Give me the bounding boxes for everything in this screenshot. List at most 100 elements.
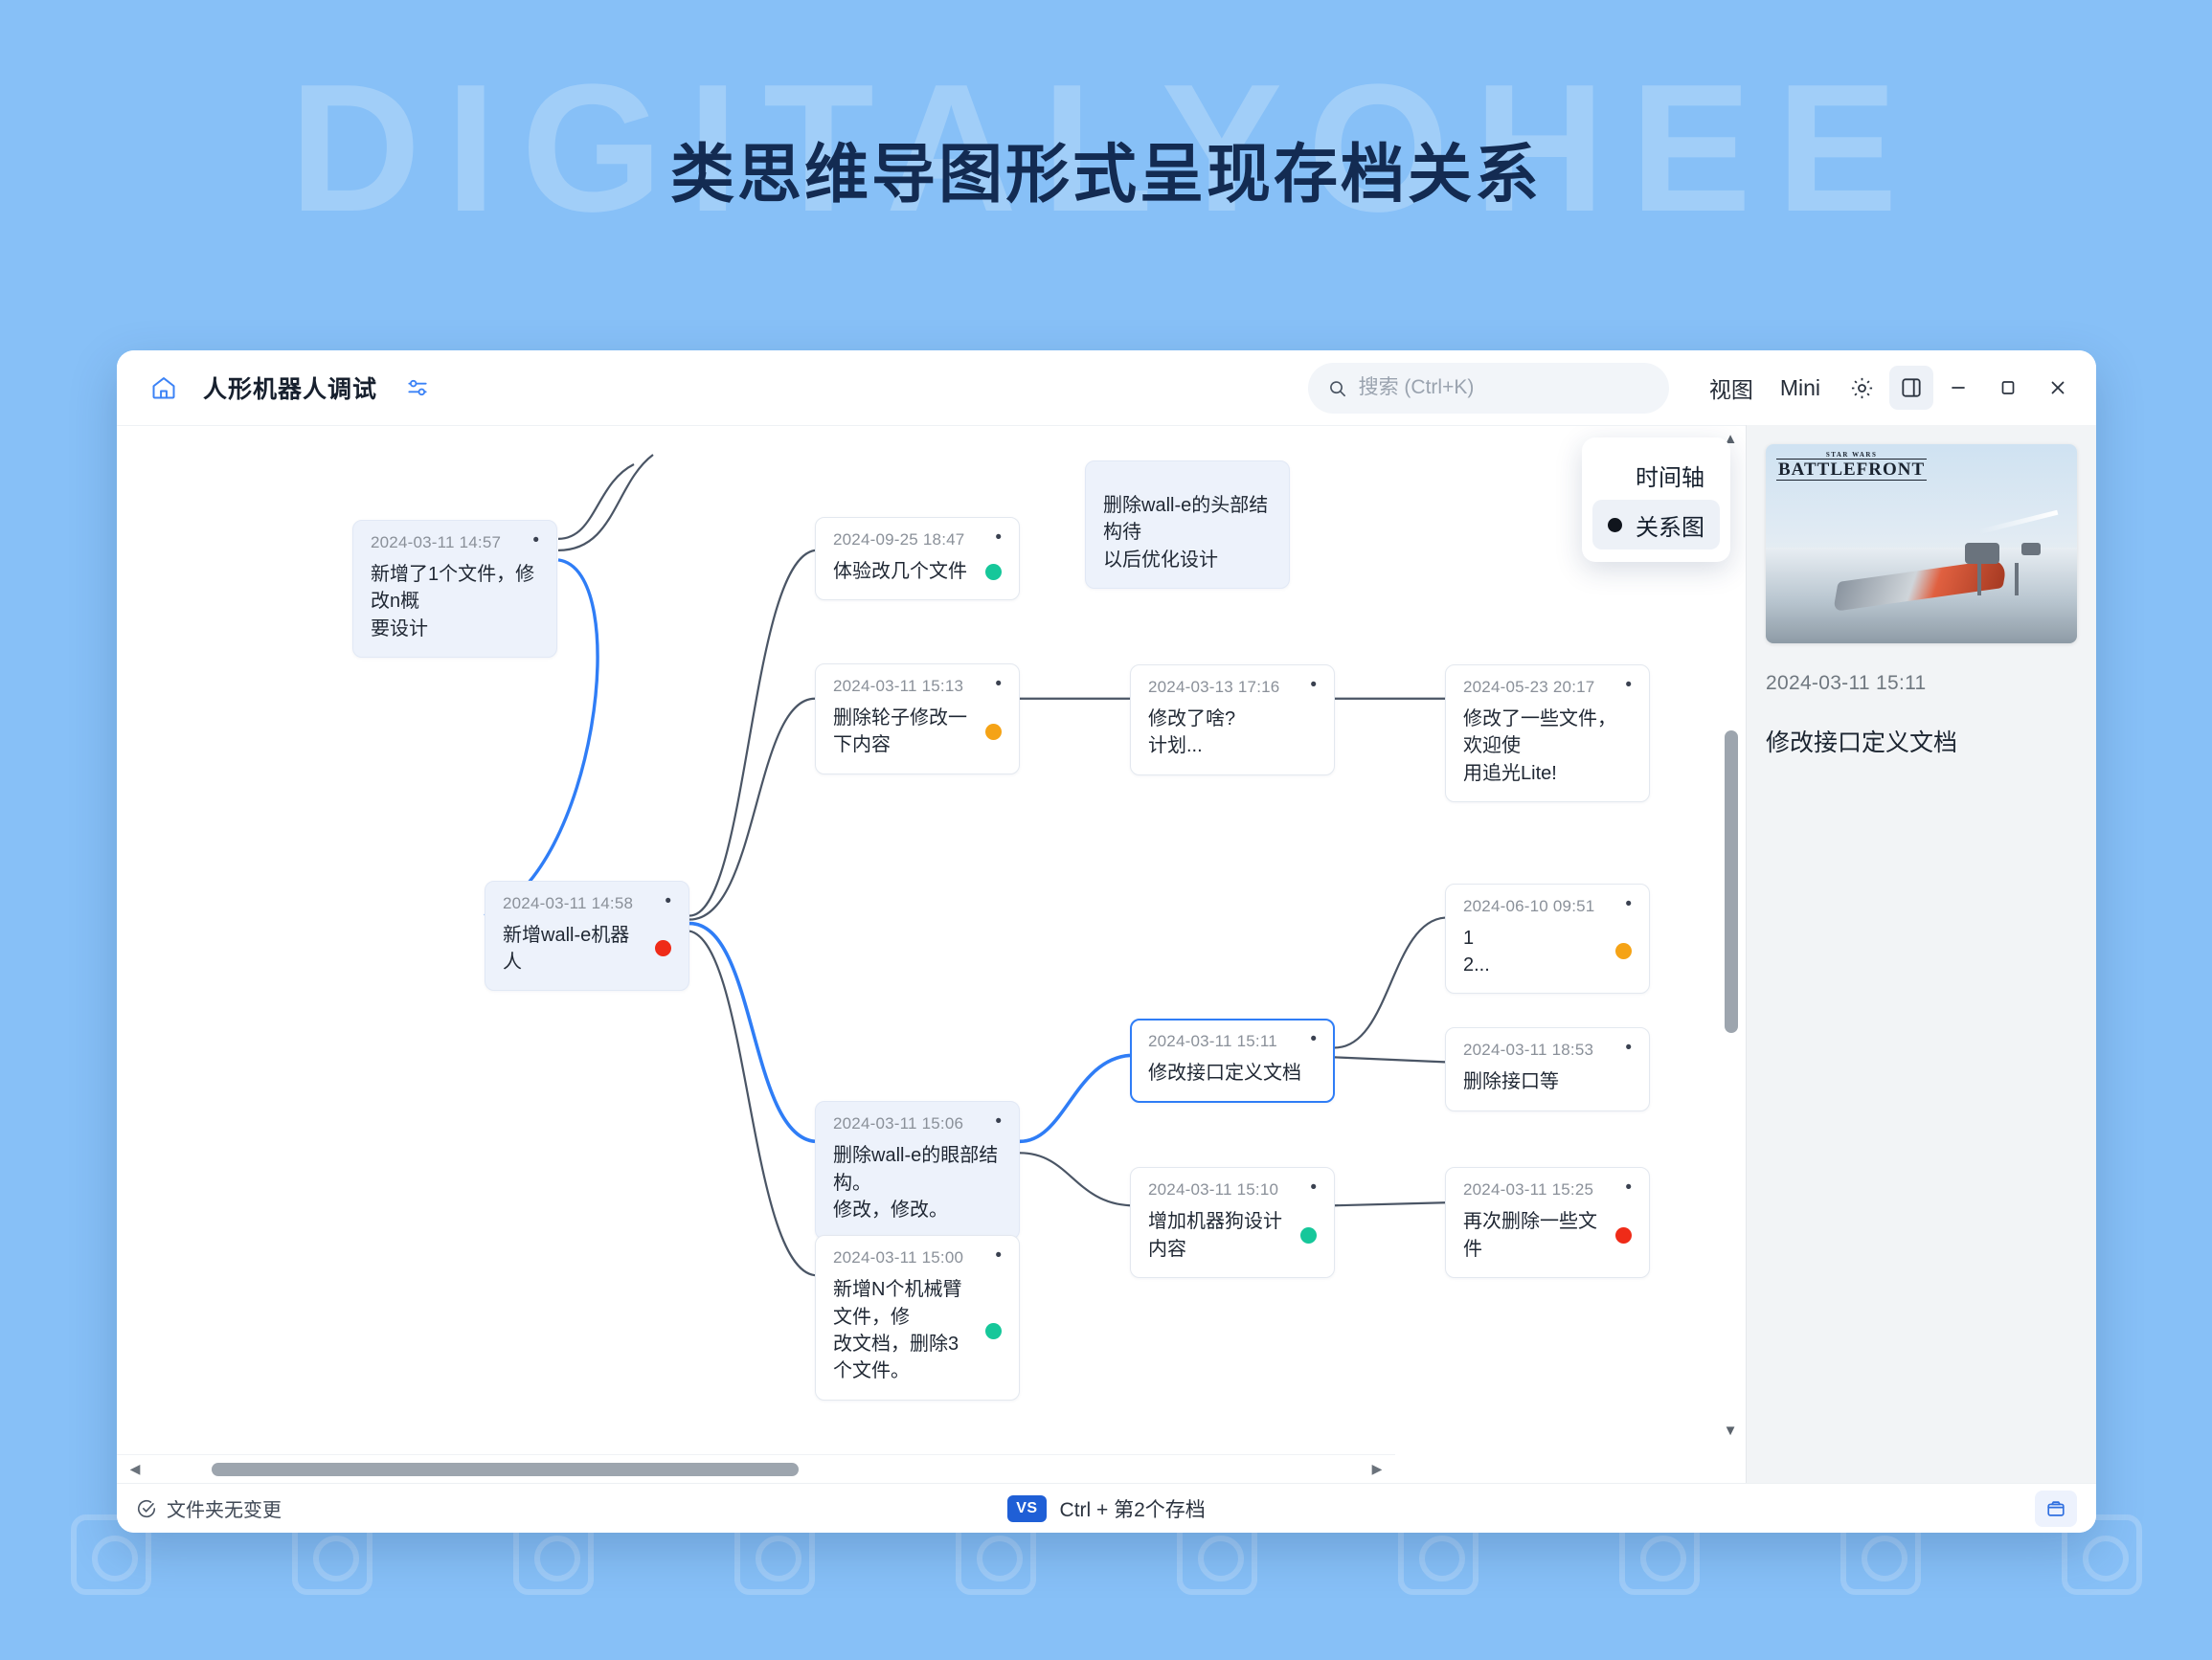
thumbnail-streak [1977, 509, 2058, 535]
graph-node-menu-icon[interactable]: • [1310, 1178, 1317, 1199]
graph-node-body: 修改了啥? 计划... [1148, 706, 1317, 760]
graph-node-body: 删除轮子修改一下内容 [833, 705, 1002, 759]
graph-node[interactable]: 2024-03-11 15:06• 删除wall-e的眼部结构。 修改，修改。 [815, 1101, 1020, 1240]
graph-node-header: 2024-03-11 15:06• [833, 1111, 1002, 1133]
archive-thumbnail[interactable]: STAR WARS BATTLEFRONT [1766, 444, 2077, 643]
compare-shortcut-text[interactable]: Ctrl + 第2个存档 [1059, 1498, 1206, 1521]
view-option-relation-graph[interactable]: 关系图 [1592, 500, 1720, 550]
graph-node-status-dot [1615, 943, 1632, 960]
graph-node-body: 删除wall-e的头部结构待 以后优化设计 [1103, 492, 1272, 573]
graph-node-menu-icon[interactable]: • [995, 673, 1002, 694]
graph-node[interactable]: 2024-03-11 14:57 • 新增了1个文件，修改n概 要设计 [352, 519, 557, 659]
graph-node-status-dot [985, 1322, 1002, 1339]
graph-node-status-dot [655, 940, 671, 957]
scroll-left-arrow[interactable]: ◀ [129, 1461, 141, 1476]
graph-node-status-dot [1615, 1227, 1632, 1245]
vertical-scrollbar-thumb[interactable] [1725, 730, 1738, 1033]
scroll-down-arrow[interactable]: ▼ [1723, 1423, 1738, 1439]
graph-node[interactable]: 2024-03-11 15:00•新增N个机械臂文件，修 改文档，删除3个文件。 [815, 1235, 1020, 1401]
graph-canvas[interactable]: 2024-03-11 14:57•新增了1个文件，修改n概 要设计•删除wall… [117, 425, 1746, 1483]
graph-node-menu-icon[interactable]: • [665, 890, 671, 911]
graph-node[interactable]: 2024-03-11 15:13 • 删除轮子修改一下内容 [815, 662, 1020, 774]
graph-node-header: 2024-05-23 20:17 • [1463, 674, 1632, 697]
status-text: 文件夹无变更 [167, 1500, 282, 1521]
graph-node-menu-icon[interactable]: • [1625, 893, 1632, 914]
statusbar: 文件夹无变更 VS Ctrl + 第2个存档 [117, 1483, 2096, 1533]
graph-node[interactable]: 2024-03-11 15:25•再次删除一些文件 [1445, 1167, 1650, 1279]
status-left[interactable]: 文件夹无变更 [136, 1494, 282, 1522]
thumbnail-logo: STAR WARS BATTLEFRONT [1776, 451, 1928, 481]
graph-node-menu-icon[interactable]: • [1625, 1178, 1632, 1199]
detail-panel: STAR WARS BATTLEFRONT 2024-03-11 15:11 修… [1746, 425, 2096, 1483]
graph-node-body: 再次删除一些文件 [1463, 1208, 1632, 1263]
graph-node-timestamp: 2024-05-23 20:17 [1463, 677, 1595, 696]
gear-icon [1851, 377, 1872, 398]
graph-node-status-dot [1300, 1227, 1317, 1245]
graph-node-message: 增加机器狗设计内容 [1148, 1211, 1282, 1260]
graph-node-menu-icon[interactable]: • [995, 1111, 1002, 1133]
graph-node-header: 2024-03-11 15:00 • [833, 1245, 1002, 1267]
graph-node-timestamp: 2024-03-11 15:00 [833, 1248, 964, 1267]
graph-node[interactable]: 2024-05-23 20:17 • 修改了一些文件，欢迎使 用追光Lite! [1445, 663, 1650, 802]
thumbnail-logo-big: BATTLEFRONT [1776, 459, 1928, 481]
view-button[interactable]: 视图 [1708, 377, 1753, 402]
filter-button[interactable] [398, 369, 437, 407]
graph-node[interactable]: 2024-03-11 15:11•修改接口定义文档 [1130, 1019, 1335, 1103]
search-input[interactable] [1358, 376, 1650, 399]
titlebar: 人形机器人调试 视图 Mini [117, 350, 2096, 425]
thumbnail-logo-small: STAR WARS [1825, 451, 1878, 459]
graph-node-timestamp: 2024-03-11 14:57 [371, 532, 502, 551]
graph-node-message: 删除wall-e的眼部结构。 修改，修改。 [833, 1145, 999, 1222]
graph-node[interactable]: 2024-03-13 17:16• 修改了啥? 计划... [1130, 663, 1335, 775]
graph-node-menu-icon[interactable]: • [995, 1245, 1002, 1267]
graph-node-menu-icon[interactable]: • [1310, 674, 1317, 695]
home-button[interactable] [142, 366, 186, 410]
search-box[interactable] [1307, 362, 1669, 414]
side-panel-toggle-button[interactable] [1889, 366, 1933, 410]
close-icon [2051, 381, 2065, 394]
app-body: 2024-03-11 14:57•新增了1个文件，修改n概 要设计•删除wall… [117, 425, 2096, 1483]
app-window: 人形机器人调试 视图 Mini [117, 350, 2096, 1533]
maximize-button[interactable] [1983, 366, 2033, 410]
graph-node-menu-icon[interactable]: • [1625, 1038, 1632, 1059]
graph-node-menu-icon[interactable]: • [1310, 1029, 1317, 1050]
graph-node[interactable]: •删除wall-e的头部结构待 以后优化设计 [1085, 460, 1290, 590]
thumbnail-walker-leg [1977, 563, 1981, 596]
graph-node-menu-icon[interactable]: • [532, 529, 539, 550]
vs-badge[interactable]: VS [1007, 1494, 1047, 1522]
graph-node-header: 2024-03-11 18:53 • [1463, 1038, 1632, 1060]
view-option-timeline[interactable]: 时间轴 [1592, 450, 1720, 500]
graph-node-timestamp: 2024-03-11 15:13 [833, 676, 964, 695]
graph-node-menu-icon[interactable]: • [995, 527, 1002, 548]
detail-message: 修改接口定义文档 [1766, 729, 1958, 756]
graph-node-header: 2024-03-11 15:11• [1148, 1029, 1317, 1051]
graph-node-body: 体验改几个文件 [833, 558, 1002, 585]
status-center: VS Ctrl + 第2个存档 [117, 1494, 2096, 1523]
graph-node-timestamp: 2024-03-11 18:53 [1463, 1041, 1594, 1060]
graph-node-header: 2024-03-13 17:16• [1148, 674, 1317, 697]
graph-inner: 2024-03-11 14:57•新增了1个文件，修改n概 要设计•删除wall… [117, 426, 1746, 1483]
close-button[interactable] [2033, 366, 2083, 410]
graph-node-timestamp: 2024-03-11 15:10 [1148, 1180, 1279, 1200]
graph-node-body: 新增wall-e机器人 [503, 922, 671, 976]
view-option-label: 时间轴 [1636, 464, 1704, 491]
graph-node-message: 新增了1个文件，修改n概 要设计 [371, 563, 535, 639]
graph-node[interactable]: 2024-03-11 15:10 • 增加机器狗设计内容 [1130, 1167, 1335, 1279]
graph-node[interactable]: 2024-06-10 09:51•1 2... [1445, 883, 1650, 995]
archive-button[interactable] [2035, 1490, 2077, 1527]
scroll-right-arrow[interactable]: ▶ [1371, 1461, 1383, 1476]
graph-node-menu-icon[interactable]: • [1625, 674, 1632, 695]
view-dropdown-menu[interactable]: 时间轴 关系图 [1582, 437, 1730, 562]
graph-node[interactable]: 2024-03-11 18:53•删除接口等 [1445, 1027, 1650, 1111]
background-watermark-text: DIGITALYOHEE [289, 47, 1923, 250]
mini-button[interactable]: Mini [1779, 374, 1820, 400]
graph-node-message: 再次删除一些文件 [1463, 1211, 1597, 1260]
graph-node-body: 修改了一些文件，欢迎使 用追光Lite! [1463, 706, 1632, 787]
graph-node[interactable]: 2024-09-25 18:47•体验改几个文件 [815, 516, 1020, 601]
horizontal-scrollbar-track[interactable] [151, 1462, 1361, 1476]
graph-node[interactable]: 2024-03-11 14:58•新增wall-e机器人 [485, 880, 689, 992]
horizontal-scrollbar[interactable]: ◀ ▶ [117, 1454, 1395, 1483]
horizontal-scrollbar-thumb[interactable] [212, 1462, 799, 1476]
minimize-button[interactable] [1933, 366, 1983, 410]
settings-button[interactable] [1840, 366, 1884, 410]
